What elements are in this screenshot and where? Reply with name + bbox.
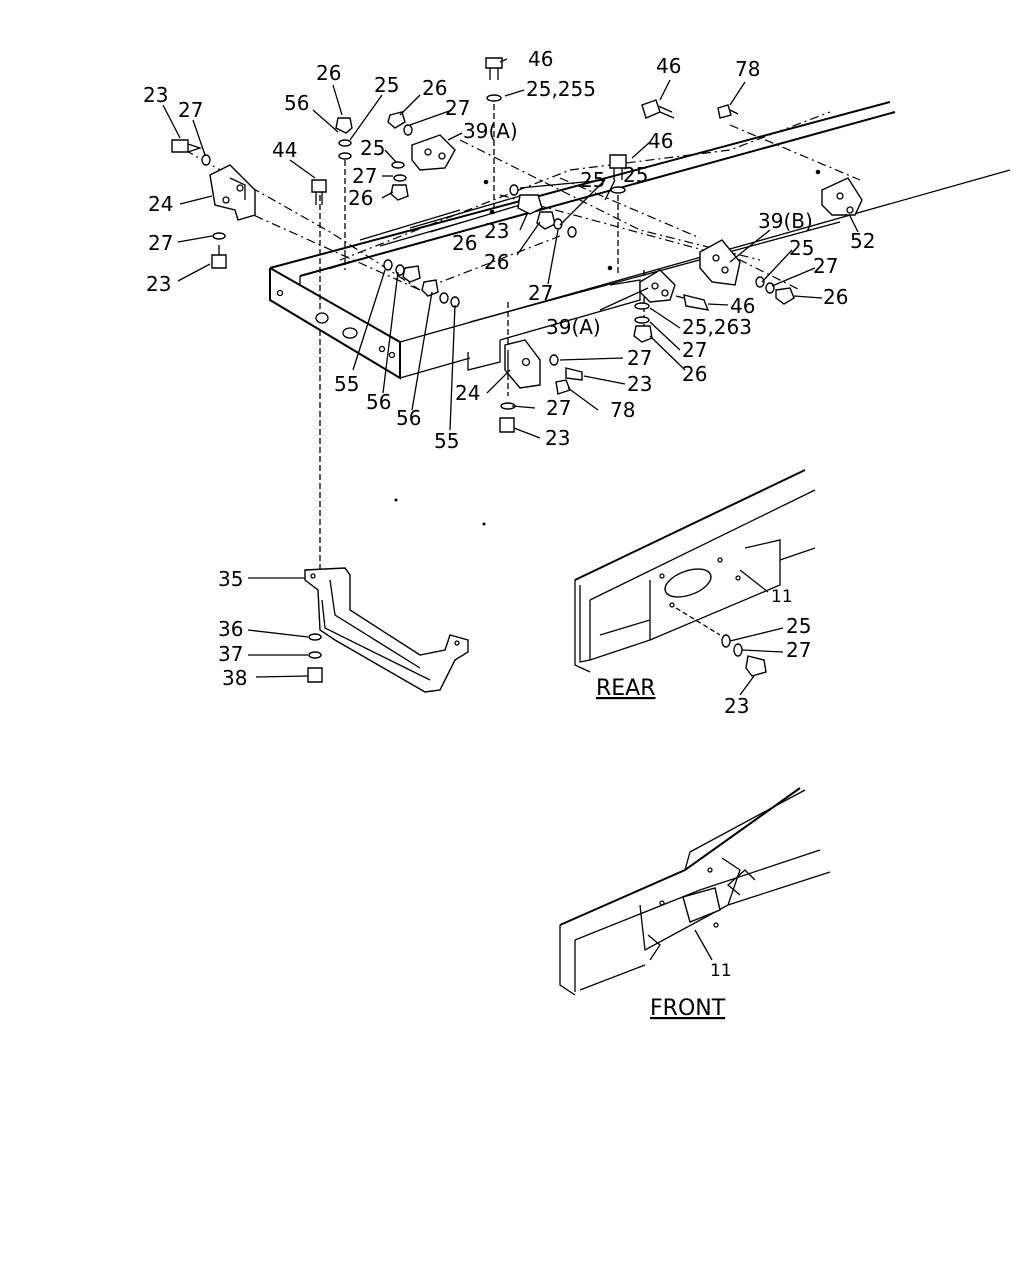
callout-27: 27 [352,164,377,188]
callout-25: 25 [580,168,605,192]
callout-39b: 39(B) [758,209,813,233]
callout-27-rear: 27 [786,638,811,662]
callout-23: 23 [143,83,168,107]
callout-25: 25 [360,136,385,160]
callout-39a: 39(A) [463,119,518,143]
callout-26: 26 [823,285,848,309]
callout-27: 27 [627,346,652,370]
callout-78: 78 [610,398,635,422]
callout-56: 56 [284,91,309,115]
callout-11-front: 11 [710,961,732,981]
callout-25: 25 [789,236,814,260]
callout-27: 27 [682,338,707,362]
callout-27: 27 [813,254,838,278]
support-bracket-35 [304,498,486,693]
callout-25: 25 [623,163,648,187]
bracket-39a-top [411,134,456,171]
callout-27: 27 [546,396,571,420]
callout-38: 38 [222,666,247,690]
callout-56: 56 [366,390,391,414]
rear-rail-detail [574,469,816,677]
callout-27: 27 [445,96,470,120]
front-rail-detail [559,787,831,996]
callout-35: 35 [218,567,243,591]
callout-27: 27 [148,231,173,255]
callout-25: 25 [374,73,399,97]
callout-23: 23 [545,426,570,450]
callout-39a: 39(A) [546,315,601,339]
callout-52: 52 [850,229,875,253]
bracket-24-left [209,164,256,221]
callout-37: 37 [218,642,243,666]
leader-lines [162,58,859,961]
section-title-front: FRONT [650,996,726,1021]
callout-26: 26 [316,61,341,85]
callout-46: 46 [656,54,681,78]
callout-46: 46 [730,294,755,318]
callout-56: 56 [396,406,421,430]
callout-44: 44 [272,138,297,162]
callout-55: 55 [334,372,359,396]
callout-25-rear: 25 [786,614,811,638]
callout-78: 78 [735,57,760,81]
callout-23: 23 [146,272,171,296]
callout-labels: 23 27 24 27 23 56 26 25 44 26 27 39(A) 2… [143,47,875,981]
bracket-52 [821,177,863,216]
section-title-rear: REAR [596,676,656,701]
callout-27: 27 [178,98,203,122]
callout-26: 26 [422,76,447,100]
callout-24: 24 [455,381,480,405]
callout-36: 36 [218,617,243,641]
callout-24: 24 [148,192,173,216]
callout-26: 26 [348,186,373,210]
bracket-39b [699,239,741,286]
callout-27: 27 [528,281,553,305]
callout-46: 46 [648,129,673,153]
callout-26: 26 [682,362,707,386]
callout-23: 23 [627,372,652,396]
assembly-lines [184,104,861,570]
fasteners [171,57,795,433]
bracket-24-bottom [504,339,541,389]
callout-23-rear: 23 [724,694,749,718]
callout-55: 55 [434,429,459,453]
callout-25-255: 25,255 [526,77,596,101]
callout-23: 23 [484,219,509,243]
callout-46: 46 [528,47,553,71]
callout-11-rear: 11 [771,587,793,607]
callout-26: 26 [484,250,509,274]
callout-25-263: 25,263 [682,315,752,339]
callout-26: 26 [452,231,477,255]
